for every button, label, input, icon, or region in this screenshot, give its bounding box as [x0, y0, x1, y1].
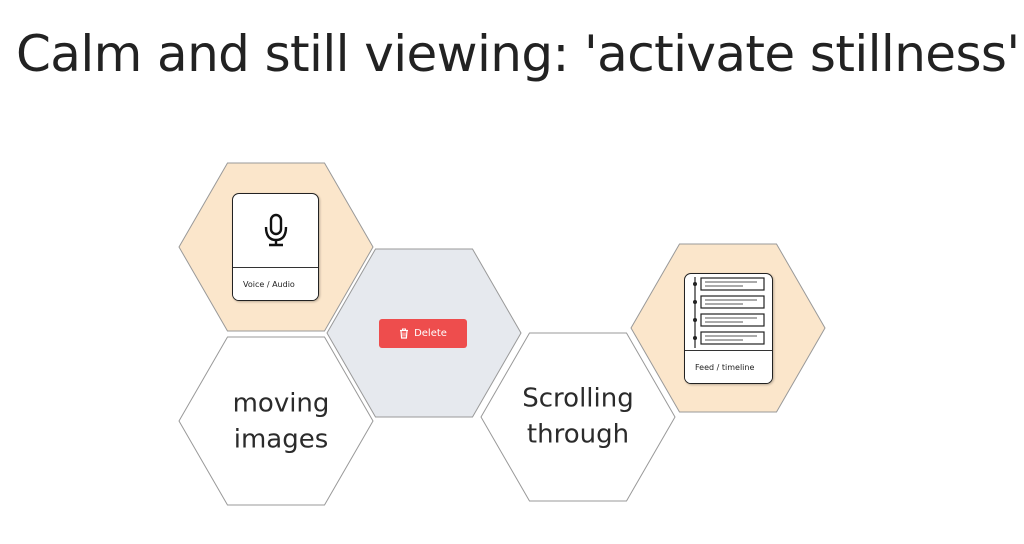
feed-timeline-label: Feed / timeline — [685, 350, 772, 383]
hex-text-line: moving images — [232, 388, 330, 455]
microphone-icon — [264, 213, 288, 247]
page-title: Calm and still viewing: 'activate stilln… — [16, 25, 1020, 83]
hexagon-scrolling[interactable] — [480, 332, 676, 502]
trash-icon — [400, 328, 409, 339]
delete-button-label: Delete — [414, 328, 447, 339]
hex-text-line: Scrolling through — [522, 383, 634, 450]
delete-button[interactable]: Delete — [379, 319, 467, 348]
hexagon-moving-images[interactable] — [178, 336, 374, 506]
voice-audio-label: Voice / Audio — [233, 267, 318, 300]
hex-text-scrolling: Scrolling through — [522, 381, 633, 454]
voice-audio-card[interactable]: Voice / Audio — [232, 193, 319, 301]
hex-text-moving-images: moving images — [233, 386, 330, 459]
feed-timeline-card[interactable]: Feed / timeline — [684, 273, 773, 384]
timeline-icon — [693, 277, 765, 348]
